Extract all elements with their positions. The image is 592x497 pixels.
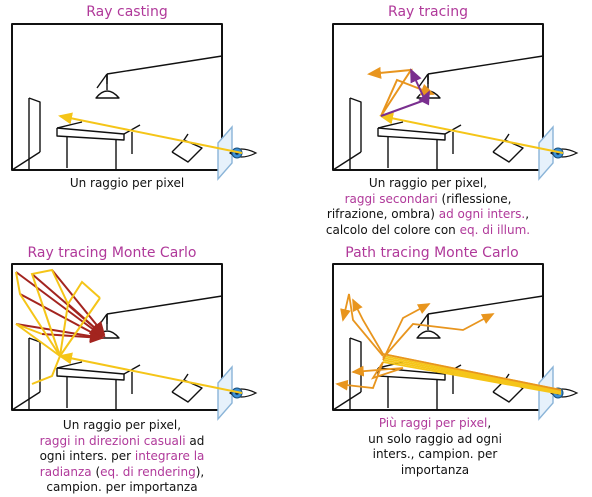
shadow-ray (418, 90, 430, 106)
caption-line: Un raggio per pixel (27, 176, 227, 192)
caption-line: ogni inters. per integrare la (22, 449, 222, 465)
caption-text: inters., campion. per (372, 447, 498, 461)
ray-tracing-diagram (332, 23, 578, 180)
caption-highlight: integrare la (134, 449, 205, 463)
path-tracing-monte-carlo-diagram (332, 263, 578, 420)
caption-line: Un raggio per pixel, (22, 418, 222, 434)
montecarlo-ray (15, 323, 61, 357)
montecarlo-ray (67, 303, 106, 338)
primary-ray (379, 112, 564, 154)
primary-ray (382, 357, 562, 393)
path-ray (335, 361, 384, 391)
caption-text: ad (185, 433, 205, 448)
caption-line: rifrazione, ombra) ad ogni inters., (318, 207, 538, 223)
room-scene (332, 23, 544, 171)
caption-highlight: raggi secondari (344, 191, 438, 206)
path-ray (382, 313, 495, 359)
montecarlo-ray (15, 271, 104, 338)
caption-highlight: eq. di illum. (459, 222, 531, 237)
caption-text: importanza (400, 462, 470, 477)
caption-path-tracing-monte-carlo: Più raggi per pixel,un solo raggio ad og… (335, 416, 535, 478)
caption-ray-tracing: Un raggio per pixel,raggi secondari (rif… (318, 176, 538, 238)
ray-casting-diagram (11, 23, 257, 180)
caption-line: Più raggi per pixel, (335, 416, 535, 432)
primary-ray (382, 359, 562, 394)
caption-text: , (525, 207, 530, 221)
caption-ray-casting: Un raggio per pixel (27, 176, 227, 192)
caption-highlight: eq. di rendering (100, 464, 196, 479)
caption-text: Un raggio per pixel, (62, 418, 182, 432)
montecarlo-ray (15, 323, 104, 342)
title-ray-tracing: Ray tracing (388, 4, 468, 20)
ray-tracing-monte-carlo-diagram (11, 263, 257, 420)
caption-line: raggi secondari (riflessione, (318, 192, 538, 208)
caption-highlight: ad ogni inters. (438, 207, 526, 221)
caption-highlight: Più raggi per pixel (378, 416, 488, 430)
title-ray-casting: Ray casting (86, 4, 168, 20)
shadow-ray (380, 68, 427, 117)
room-scene (11, 23, 223, 171)
caption-text: ( (91, 464, 101, 479)
caption-text: Un raggio per pixel (69, 176, 185, 190)
title-ray-tracing-monte-carlo: Ray tracing Monte Carlo (27, 245, 197, 261)
caption-line: importanza (335, 463, 535, 479)
caption-line: radianza (eq. di rendering), (22, 465, 222, 481)
room-scene (332, 263, 544, 411)
caption-line: calcolo del colore con eq. di illum. (318, 223, 538, 239)
path-ray (352, 298, 562, 391)
caption-line: raggi in direzioni casuali ad (22, 434, 222, 450)
caption-text: ), (195, 464, 205, 479)
montecarlo-ray (31, 355, 61, 385)
montecarlo-ray (59, 297, 101, 357)
primary-ray (382, 361, 562, 395)
caption-ray-tracing-monte-carlo: Un raggio per pixel,raggi in direzioni c… (22, 418, 222, 496)
caption-text: ogni inters. per (39, 449, 135, 463)
montecarlo-ray (30, 268, 69, 357)
caption-text: calcolo del colore con (325, 222, 460, 237)
caption-text: campion. per importanza (46, 480, 198, 494)
caption-line: un solo raggio ad ogni (335, 432, 535, 448)
caption-highlight: raggi in direzioni casuali (39, 433, 186, 448)
montecarlo-ray (15, 271, 61, 357)
caption-line: inters., campion. per (335, 447, 535, 463)
caption-text: , (487, 416, 492, 430)
primary-ray (58, 112, 243, 154)
path-ray (340, 293, 384, 357)
primary-ray (382, 355, 562, 392)
caption-line: campion. per importanza (22, 480, 222, 496)
room-scene (11, 263, 223, 411)
caption-text: un solo raggio ad ogni (368, 431, 502, 446)
primary-ray (58, 352, 243, 394)
caption-text: (riflessione, (437, 191, 512, 206)
montecarlo-ray (59, 280, 101, 357)
caption-line: Un raggio per pixel, (318, 176, 538, 192)
caption-text: Un raggio per pixel, (368, 176, 488, 190)
caption-highlight: radianza (39, 464, 92, 479)
path-ray (382, 303, 431, 361)
montecarlo-ray (19, 293, 104, 339)
caption-text: rifrazione, ombra) (326, 207, 439, 221)
path-ray (351, 361, 404, 380)
secondary-ray (367, 66, 413, 117)
title-path-tracing-monte-carlo: Path tracing Monte Carlo (345, 245, 519, 261)
montecarlo-ray (51, 269, 106, 336)
